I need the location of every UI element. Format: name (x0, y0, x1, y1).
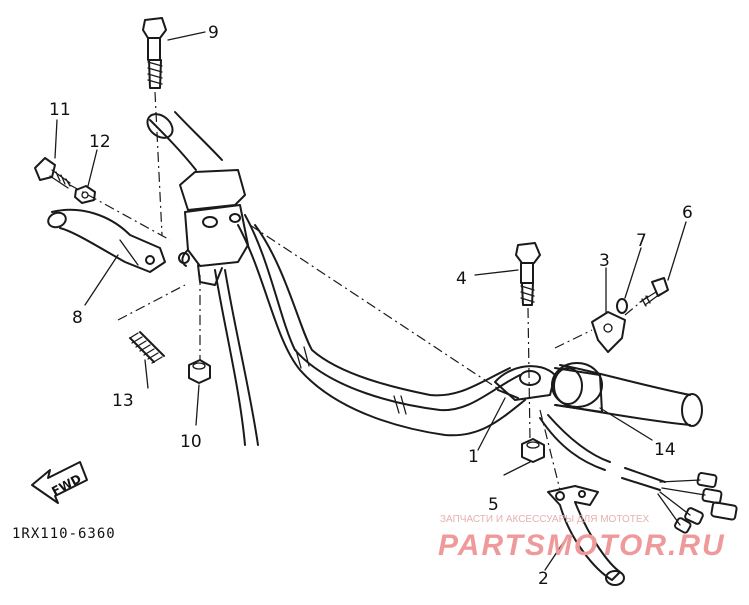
clamp-3 (591, 311, 626, 353)
bolt-9 (142, 17, 167, 89)
callout-3: 3 (599, 251, 610, 271)
watermark-caption: ЗАПЧАСТИ И АКСЕССУАРЫ ДЛЯ МОТОТЕХ (440, 514, 650, 525)
brake-master-cylinder (178, 169, 249, 286)
callout-14: 14 (654, 440, 676, 460)
callout-7: 7 (636, 231, 647, 251)
leader-lines (54, 31, 687, 571)
nut-12 (74, 185, 96, 204)
brake-lever (47, 208, 166, 273)
handlebar (146, 111, 526, 437)
spring-13 (129, 331, 165, 364)
lever-holder (494, 365, 556, 401)
clutch-lever (547, 485, 625, 586)
callout-2: 2 (538, 569, 549, 589)
callout-labels: 1 2 3 4 5 6 7 8 9 10 11 12 13 14 (49, 23, 693, 589)
nut-5 (521, 438, 545, 463)
callout-8: 8 (72, 308, 83, 328)
callout-10: 10 (180, 432, 202, 452)
screw-11 (34, 157, 71, 189)
throttle-grip (539, 362, 703, 471)
screw-6 (639, 277, 669, 307)
callout-13: 13 (112, 391, 134, 411)
wiring-harness (621, 467, 738, 534)
watermark-brand: PARTSMOTOR.RU (438, 529, 726, 562)
washer-7 (616, 298, 628, 314)
forward-arrow: FWD (31, 461, 88, 504)
callout-12: 12 (89, 132, 111, 152)
alignment-lines (69, 91, 649, 491)
callout-6: 6 (682, 203, 693, 223)
throttle-cable (214, 269, 259, 446)
watermark: ЗАПЧАСТИ И АКСЕССУАРЫ ДЛЯ МОТОТЕХ PARTSM… (438, 514, 726, 562)
callout-11: 11 (49, 100, 71, 120)
bolt-4 (515, 242, 541, 306)
callout-9: 9 (208, 23, 219, 43)
nut-10 (188, 359, 211, 384)
drawing-code: 1RX110-6360 (12, 526, 116, 542)
callout-1: 1 (468, 447, 479, 467)
callout-5: 5 (488, 495, 499, 515)
callout-4: 4 (456, 269, 467, 289)
